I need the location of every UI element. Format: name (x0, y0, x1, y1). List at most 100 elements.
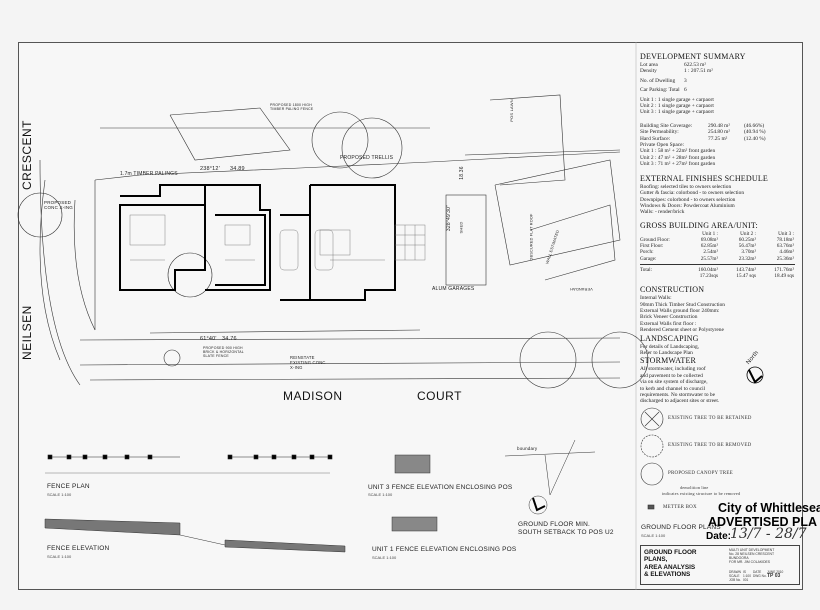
label-proposed-trellis: PROPOSED TRELLIS (340, 155, 394, 161)
street-neilsen: NEILSEN (20, 305, 34, 360)
gross-area-heading: GROSS BUILDING AREA/UNIT: (640, 220, 758, 230)
legend-meter-box: METTER BOX (663, 505, 697, 510)
construction-line: 90mm Thick Timber Stud Construction (640, 301, 725, 308)
council-stamp: City of Whittlesea (718, 501, 820, 515)
unit-parking-1: Unit 1 : 1 single garage + carpaort (640, 96, 714, 103)
label-alum-garages: ALUM GARAGES (432, 286, 475, 292)
fence-elevation-scale: SCALE 1:100 (47, 554, 72, 559)
pos-unit-1: Unit 1 : 58 m² + 22m² front garden (640, 148, 716, 155)
label-bearing-top: 238°12' (200, 166, 220, 172)
label-dim-top: 34.89 (230, 166, 245, 172)
cell: 25.36m² (776, 255, 794, 262)
label-shed: SHED (458, 221, 464, 234)
density-value: 1 : 207.51 m² (684, 68, 713, 75)
unit-parking-2: Unit 2 : 1 single garage + carpaort (640, 103, 714, 110)
hard-surface-pct: (12.40 %) (744, 135, 766, 142)
cell: First Floor: (640, 243, 664, 250)
title-block-meta: DRAWN IS DATE JUNE 2010 SCALE 1:100 DWG … (729, 570, 787, 582)
cell: 63.76m² (776, 243, 794, 250)
finish-walls: Walls: - render/brick (640, 209, 685, 216)
permeability-value: 254.80 m² (708, 129, 730, 136)
stormwater-line: to kerb and channel to council (640, 385, 706, 392)
project-line: No. 28 NEILSEN CRESCENT (729, 552, 775, 556)
pos-label: Private Open Space: (640, 142, 685, 149)
stormwater-line: requirements. No stormwater to be (640, 392, 715, 399)
date-label: Date: (706, 531, 732, 542)
label-proposed-fence-1800: PROPOSED 1800 HIGH TIMBER PALING FENCE (270, 103, 314, 111)
unit3-fence-title: UNIT 3 FENCE ELEVATION ENCLOSING POS (368, 484, 513, 491)
squares-unit-1: 17.23sqs (699, 272, 718, 279)
ground-floor-title: GROUND FLOOR PLANS (641, 524, 721, 531)
hard-surface-label: Hard Surface: (640, 135, 671, 142)
total-unit-3: 171.76m² (774, 266, 794, 273)
fence-plan-title: FENCE PLAN (47, 483, 90, 490)
setback-title-1: GROUND FLOOR MIN. (518, 521, 591, 528)
pos-unit-3: Unit 3 : 71 m² + 27m² front garden (640, 161, 716, 168)
parking-label: Car Parking: Total (640, 87, 680, 94)
meta-cell: SCALE (729, 574, 740, 578)
total-label: Total: (640, 266, 653, 273)
total-unit-1: 160.04m² (698, 266, 718, 273)
stormwater-line: All stormwater, including roof (640, 366, 706, 373)
setback-title-2: SOUTH SETBACK TO POS U2 (518, 529, 614, 536)
drawing-sheet (18, 42, 803, 590)
parking-value: 6 (684, 87, 687, 94)
cell: 25.57m² (700, 255, 718, 262)
meta-cell: DRAWN (729, 570, 741, 574)
label-proposed-slate-fence: PROPOSED 900 HIGH BRICK & HORIZONTAL SLA… (203, 346, 244, 358)
street-madison: MADISON (283, 389, 343, 403)
project-line: FOR MR. JIM COLAKIDES (729, 560, 771, 564)
lot-area-label: Lot area (640, 62, 658, 68)
cell: Ground Floor: (640, 236, 670, 243)
landscaping-line: Refer to Landscape Plan (640, 349, 693, 356)
unit1-fence-title: UNIT 1 FENCE ELEVATION ENCLOSING POS (372, 546, 517, 553)
squares-unit-3: 18.49 sqs (774, 272, 794, 279)
label-verandah: VERANDAH (570, 287, 593, 291)
legend-tree-retained: EXISTING TREE TO BE RETAINED (668, 416, 752, 421)
label-boundary: boundary (517, 446, 538, 451)
cell: 62.85m² (700, 243, 718, 250)
gross-area-totals: Total: 160.04m² 143.74m² 171.76m² 17.23s… (640, 267, 805, 279)
street-court: COURT (417, 389, 462, 403)
gross-area-table: Unit 1 : Unit 2 : Unit 3 : Ground Floor:… (640, 231, 805, 262)
finish-downpipes: Downpipes: colorbond - to owners selecti… (640, 196, 736, 203)
col-header: Unit 2 : (740, 230, 756, 237)
legend-demolition-line: demolition line (680, 485, 709, 490)
construction-line: Rendered Cement sheet or Polystyrene (640, 327, 724, 334)
cell: 69.08m² (700, 236, 718, 243)
label-reinstate-xing: REINSTATE EXISTING CONC X-ING (290, 355, 326, 370)
squares-unit-2: 15.47 sqs (736, 272, 756, 279)
stormwater-heading: STORMWATER (640, 356, 697, 366)
meta-cell: DWG No. (753, 574, 767, 578)
title-block-project: MULTI UNIT DEVELOPMENT No. 28 NEILSEN CR… (729, 548, 774, 564)
cell: 23.32m² (738, 255, 756, 262)
landscaping-heading: LANDSCAPING (640, 333, 699, 343)
total-unit-2: 143.74m² (736, 266, 756, 273)
col-header: Unit 3 : (778, 230, 794, 237)
development-summary-heading: DEVELOPMENT SUMMARY (640, 52, 746, 61)
label-pos-lawn: POS LAWN (508, 99, 514, 122)
meta-cell: IS (743, 570, 747, 574)
stormwater-line: via on site system of discharge, (640, 379, 708, 386)
dwellings-value: 3 (684, 77, 687, 84)
project-line: BUNDOORA (729, 556, 749, 560)
title-block-title: GROUND FLOOR PLANS, AREA ANALYSIS & ELEV… (644, 549, 697, 579)
label-dim-right: 18.36 (458, 166, 465, 180)
finish-windows: Windows & Doors: Powdercoat Aluminium (640, 202, 735, 209)
cell: 56.47m² (738, 243, 756, 250)
legend-canopy-tree: PROPOSED CANOPY TREE (668, 471, 733, 476)
unit-parking-3: Unit 3 : 1 single garage + carpaort (640, 109, 714, 116)
label-obscured-flat-roof: OBSCURED FLAT ROOF (529, 213, 534, 261)
landscaping-line: For details of Landscaping, (640, 343, 699, 350)
label-dim-bottom: 34.76 (222, 336, 237, 342)
finish-roofing: Roofing: selected tiles to owners select… (640, 183, 732, 190)
legend-demolition-desc: indicates existing structure to be remov… (662, 491, 741, 496)
title-block: GROUND FLOOR PLANS, AREA ANALYSIS & ELEV… (640, 545, 800, 585)
date-handwritten: 13/7 - 28/7 (730, 526, 807, 542)
pos-unit-2: Unit 2 : 47 m² + 28m² front garden (640, 154, 716, 161)
fence-elevation-title: FENCE ELEVATION (47, 545, 110, 552)
cell: 60.25m² (738, 236, 756, 243)
cell: 2.54m² (703, 249, 718, 256)
construction-line: Brick Veneer Construction (640, 314, 698, 321)
title-line: PLANS, (644, 556, 668, 564)
